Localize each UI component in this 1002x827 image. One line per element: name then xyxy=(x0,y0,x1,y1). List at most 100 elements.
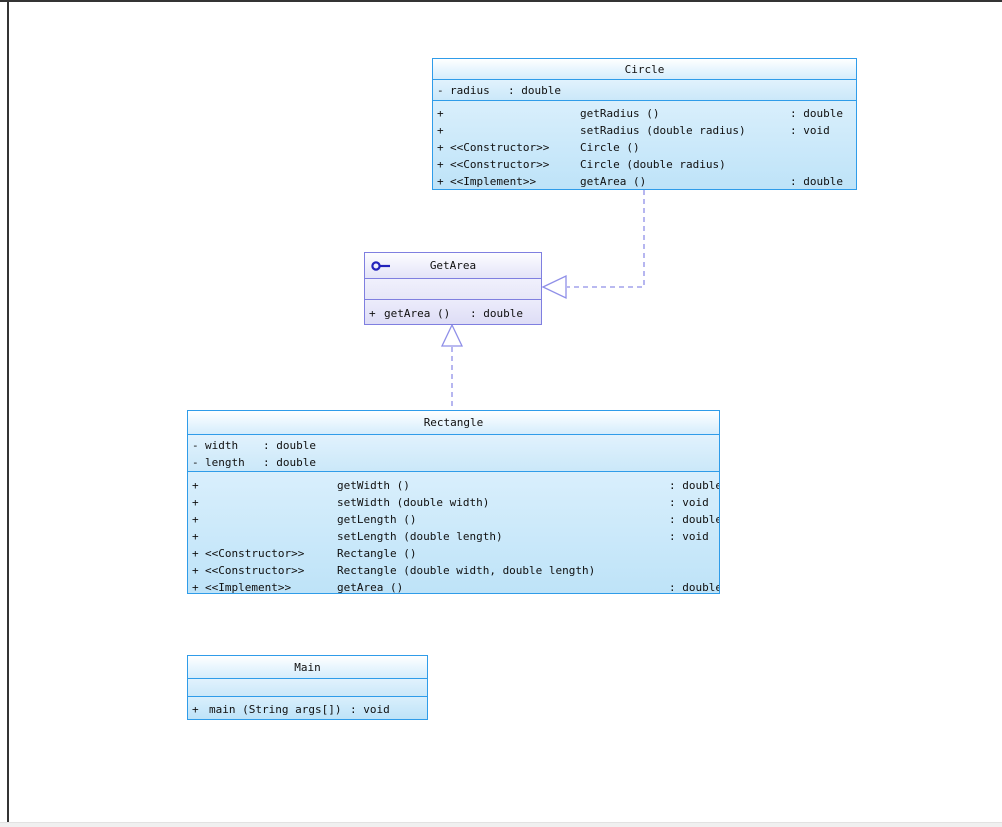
method-row: +<<Implement>>getArea (): double xyxy=(437,173,854,189)
stereotype-label xyxy=(450,105,580,122)
return-type: : double xyxy=(790,107,843,120)
return-type: : double xyxy=(669,513,719,526)
member-signature: getArea () xyxy=(384,307,451,320)
visibility-marker: + xyxy=(437,175,444,188)
attributes-section: -radius : double xyxy=(433,79,856,100)
method-row: + main (String args[]) : void xyxy=(192,701,425,718)
class-name: Circle xyxy=(624,62,665,76)
attributes-section: -width : double -length : double xyxy=(188,434,719,471)
methods-section: + getArea () : double xyxy=(365,299,541,324)
member-signature: setWidth (double width) xyxy=(337,496,490,509)
visibility-marker: + xyxy=(192,547,199,560)
attributes-section xyxy=(188,678,427,696)
return-type xyxy=(669,545,717,562)
visibility-marker: + xyxy=(437,124,444,137)
stereotype-label: <<Constructor>> xyxy=(205,564,305,577)
method-row: + <<Implement>> getArea () : double xyxy=(192,579,719,593)
visibility-marker: + xyxy=(437,158,444,171)
stereotype-label xyxy=(205,511,337,528)
visibility-marker: + xyxy=(437,107,444,120)
member-signature: getArea () xyxy=(580,175,647,188)
method-row: + setRadius (double radius) : void xyxy=(437,122,854,139)
method-row: + <<Constructor>> Circle () xyxy=(437,139,854,156)
class-box-rectangle[interactable]: Rectangle -width: double-length: double … xyxy=(187,410,720,594)
return-type: : double xyxy=(669,581,719,593)
return-type: : void xyxy=(669,496,709,509)
attribute-type: : double xyxy=(508,84,561,97)
class-name: Main xyxy=(294,660,321,674)
stereotype-label: <<Constructor>> xyxy=(450,158,550,171)
class-title-bar: GetArea xyxy=(365,253,541,278)
class-box-main[interactable]: Main + main (String args[]) : void xyxy=(187,655,428,720)
method-row: + getArea () : double xyxy=(369,305,539,322)
attribute-name: width xyxy=(205,439,239,452)
member-signature: Circle (double radius) xyxy=(580,158,726,171)
visibility-marker: - xyxy=(437,84,444,97)
member-signature: Rectangle (double width, double length) xyxy=(337,564,596,577)
return-type xyxy=(790,156,854,173)
method-row: + <<Constructor>> Circle (double radius) xyxy=(437,156,854,173)
return-type: : void xyxy=(790,124,830,137)
method-row: + getWidth () : double xyxy=(192,477,719,494)
attribute-row: -width : double xyxy=(192,437,717,454)
member-signature: getRadius () xyxy=(580,107,660,120)
attribute-type: : double xyxy=(263,456,316,469)
methods-section: + main (String args[]) : void xyxy=(188,696,427,719)
stereotype-label xyxy=(450,122,580,139)
page-border-top xyxy=(0,0,1002,2)
return-type xyxy=(669,562,717,579)
visibility-marker: + xyxy=(192,530,199,543)
realization-rectangle-getarea[interactable] xyxy=(440,323,464,410)
return-type: : double xyxy=(470,307,523,320)
methods-section: + getRadius () : double + setRadius (double … xyxy=(433,100,856,189)
return-type: : void xyxy=(350,703,390,716)
interface-lollipop-icon xyxy=(371,260,390,271)
visibility-marker: - xyxy=(192,439,199,452)
method-row: + getRadius () : double xyxy=(437,105,854,122)
method-row: + setLength (double length) : void xyxy=(192,528,717,545)
stereotype-label: <<Implement>> xyxy=(205,581,292,593)
methods-section: + getWidth () : double + setWidth (double wi… xyxy=(188,471,719,593)
member-signature: getArea () xyxy=(337,581,404,593)
member-signature: Rectangle () xyxy=(337,547,417,560)
interface-box-getarea[interactable]: GetArea + getArea () : double xyxy=(364,252,542,325)
attribute-name: radius xyxy=(450,84,490,97)
member-signature: setRadius (double radius) xyxy=(580,124,746,137)
stereotype-label: <<Constructor>> xyxy=(205,547,305,560)
member-signature: getLength () xyxy=(337,513,417,526)
realization-circle-getarea[interactable] xyxy=(541,190,645,300)
member-signature: setLength (double length) xyxy=(337,530,503,543)
class-title-bar: Rectangle xyxy=(188,411,719,434)
attribute-name: length xyxy=(205,456,245,469)
member-signature: main (String args[]) xyxy=(209,703,342,716)
method-row: +<<Constructor>>Rectangle (double width,… xyxy=(192,562,717,579)
member-signature: Circle () xyxy=(580,141,640,154)
class-box-circle[interactable]: Circle -radius : double + getRadius () : do… xyxy=(432,58,857,190)
visibility-marker: + xyxy=(369,307,376,320)
visibility-marker: + xyxy=(437,141,444,154)
stereotype-label: <<Implement>> xyxy=(450,175,537,188)
method-row: + <<Constructor>> Rectangle () xyxy=(192,545,717,562)
attribute-type: : double xyxy=(263,439,316,452)
stereotype-label: <<Constructor>> xyxy=(450,141,550,154)
member-signature: getWidth () xyxy=(337,479,410,492)
method-row: + getLength () : double xyxy=(192,511,719,528)
visibility-marker: + xyxy=(192,479,199,492)
attribute-row: -length : double xyxy=(192,454,717,471)
attribute-row: -radius : double xyxy=(437,82,854,99)
return-type xyxy=(790,139,854,156)
class-title-bar: Circle xyxy=(433,59,856,79)
stereotype-label xyxy=(205,528,337,545)
class-name: GetArea xyxy=(429,259,477,272)
visibility-marker: + xyxy=(192,581,199,593)
return-type: : void xyxy=(669,530,709,543)
visibility-marker: + xyxy=(192,703,199,716)
visibility-marker: + xyxy=(192,496,199,509)
class-name: Rectangle xyxy=(423,416,484,429)
visibility-marker: - xyxy=(192,456,199,469)
return-type: : double xyxy=(669,479,719,492)
attributes-section xyxy=(365,278,541,299)
visibility-marker: + xyxy=(192,513,199,526)
class-title-bar: Main xyxy=(188,656,427,678)
